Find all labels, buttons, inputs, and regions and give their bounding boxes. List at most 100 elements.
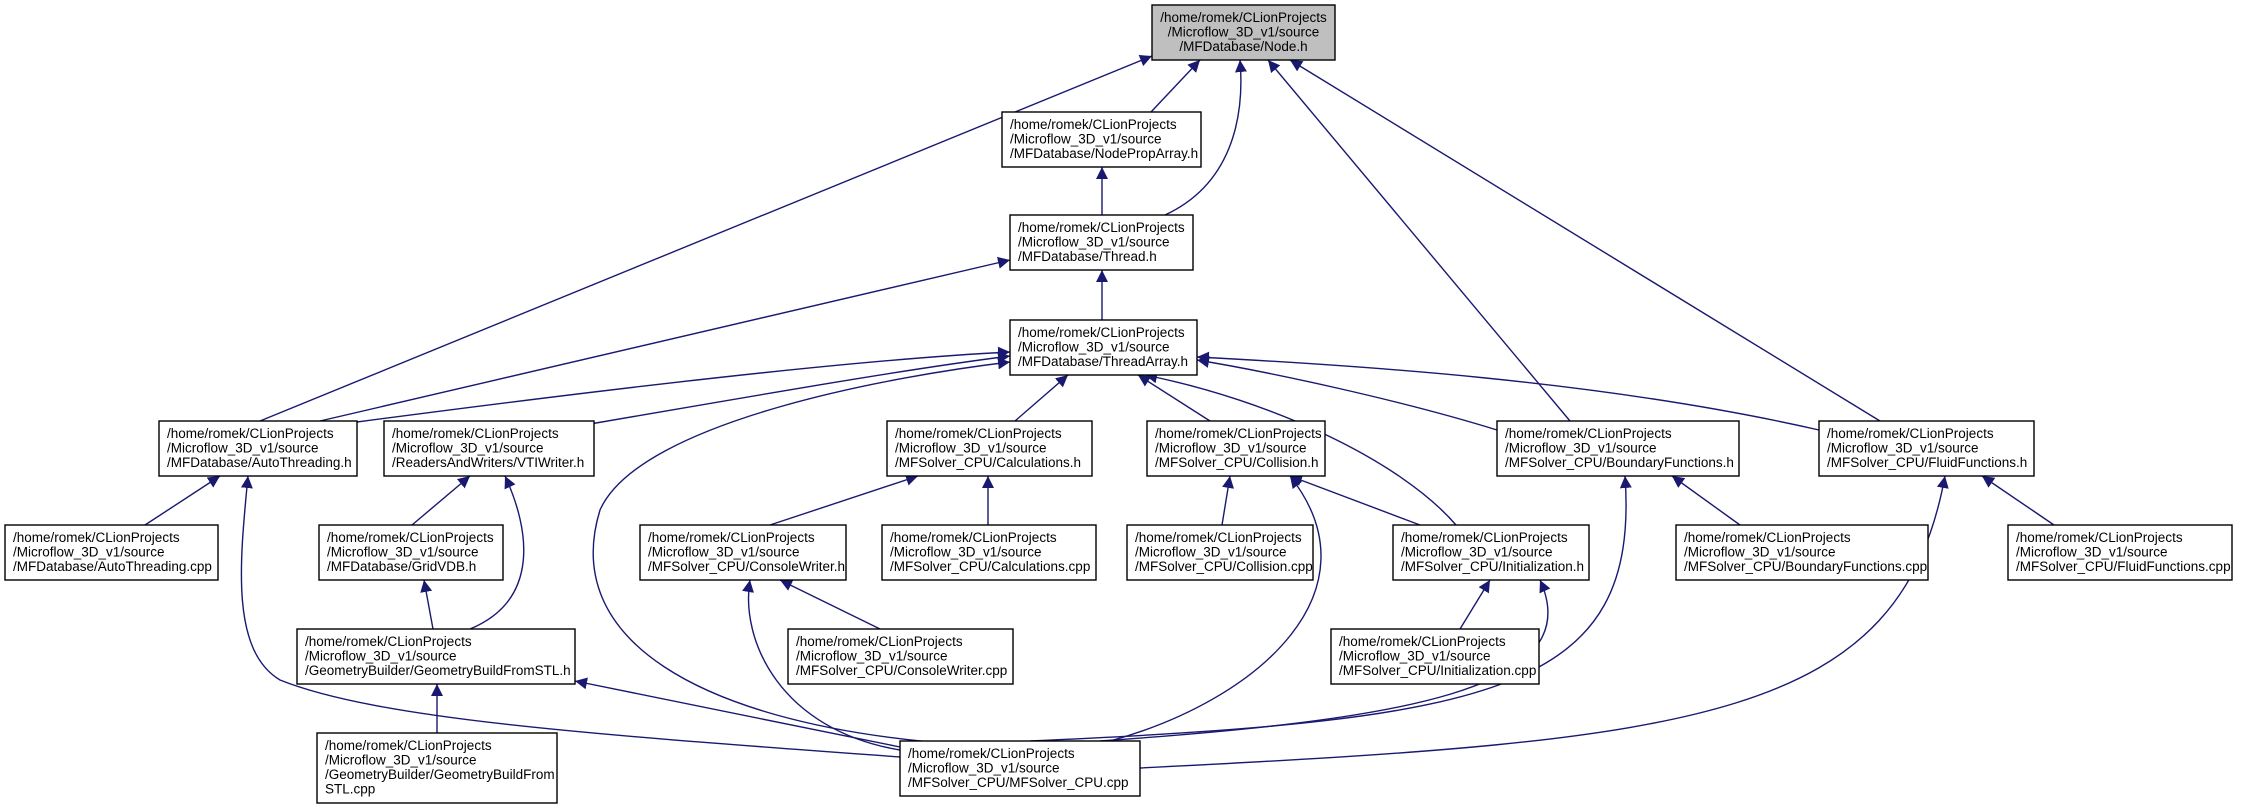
node-label-line: STL.cpp [325, 782, 375, 797]
node-box [881, 524, 1097, 581]
node-geombuild-cpp[interactable]: /home/romek/CLionProjects/Microflow_3D_v… [316, 732, 558, 804]
node-label-line: /Microflow_3D_v1/source [1010, 131, 1162, 146]
edge-mfsolver_cpp-to-initialization_h [1099, 579, 1551, 742]
node-label-line: /MFSolver_CPU/FluidFunctions.cpp [2016, 559, 2231, 574]
node-label-line: /home/romek/CLionProjects [13, 530, 180, 545]
node-box [158, 420, 358, 477]
edge-nodeproparray_h-to-node_h [1150, 59, 1201, 113]
node-label-line: /Microflow_3D_v1/source [1135, 544, 1287, 559]
node-label-line: /Microflow_3D_v1/source [895, 440, 1047, 455]
node-node-h[interactable]: /home/romek/CLionProjects/Microflow_3D_v… [1151, 4, 1336, 61]
edge-boundary_h-to-threadarray_h [1196, 356, 1498, 431]
node-collision-h[interactable]: /home/romek/CLionProjects/Microflow_3D_v… [1146, 420, 1326, 477]
node-nodeproparray-h[interactable]: /home/romek/CLionProjects/Microflow_3D_v… [1001, 111, 1202, 168]
node-calculations-cpp[interactable]: /home/romek/CLionProjects/Microflow_3D_v… [881, 524, 1097, 581]
node-label-line: /home/romek/CLionProjects [327, 530, 494, 545]
node-boundary-cpp[interactable]: /home/romek/CLionProjects/Microflow_3D_v… [1675, 524, 1929, 581]
node-box [383, 420, 595, 477]
node-initialization-h[interactable]: /home/romek/CLionProjects/Microflow_3D_v… [1392, 524, 1590, 581]
edge-collision_cpp-to-collision_h [1221, 475, 1234, 526]
node-consolewriter-cpp[interactable]: /home/romek/CLionProjects/Microflow_3D_v… [787, 628, 1014, 685]
node-fluid-cpp[interactable]: /home/romek/CLionProjects/Microflow_3D_v… [2007, 524, 2233, 581]
node-thread-h[interactable]: /home/romek/CLionProjects/Microflow_3D_v… [1009, 214, 1194, 271]
edge-autothreading_cpp-to-autothreading_h [144, 475, 221, 526]
node-label-line: /home/romek/CLionProjects [895, 426, 1062, 441]
node-box [1009, 214, 1194, 271]
node-label-line: /MFDatabase/Node.h [1179, 39, 1307, 54]
node-label-line: /Microflow_3D_v1/source [890, 544, 1042, 559]
node-box [1126, 524, 1314, 581]
node-label-line: /MFSolver_CPU/Calculations.h [895, 455, 1081, 470]
node-label-line: /Microflow_3D_v1/source [1827, 440, 1979, 455]
node-label-line: /Microflow_3D_v1/source [1505, 440, 1657, 455]
node-label-line: /Microflow_3D_v1/source [908, 760, 1060, 775]
node-label-line: /Microflow_3D_v1/source [2016, 544, 2168, 559]
node-label-line: /MFSolver_CPU/BoundaryFunctions.h [1505, 455, 1734, 470]
edge-geombuild_h-to-gridvdb_h [420, 579, 434, 630]
node-boundary-h[interactable]: /home/romek/CLionProjects/Microflow_3D_v… [1496, 420, 1740, 477]
node-box [899, 740, 1141, 797]
node-label-line: /home/romek/CLionProjects [1010, 117, 1177, 132]
node-initialization-cpp[interactable]: /home/romek/CLionProjects/Microflow_3D_v… [1330, 628, 1540, 685]
node-box [296, 628, 576, 685]
edge-geombuild_h-to-vtiwriter_h [469, 475, 525, 630]
node-label-line: /MFDatabase/NodePropArray.h [1010, 146, 1198, 161]
node-label-line: /Microflow_3D_v1/source [1401, 544, 1553, 559]
node-label-line: /home/romek/CLionProjects [890, 530, 1057, 545]
node-label-line: /MFSolver_CPU/ConsoleWriter.h [648, 559, 845, 574]
node-label-line: /Microflow_3D_v1/source [305, 648, 457, 663]
node-label-line: /home/romek/CLionProjects [325, 738, 492, 753]
node-autothreading-cpp[interactable]: /home/romek/CLionProjects/Microflow_3D_v… [4, 524, 219, 581]
node-label-line: /home/romek/CLionProjects [1160, 10, 1327, 25]
node-box [1818, 420, 2035, 477]
node-gridvdb-h[interactable]: /home/romek/CLionProjects/Microflow_3D_v… [318, 524, 504, 581]
node-mfsolver-cpp[interactable]: /home/romek/CLionProjects/Microflow_3D_v… [899, 740, 1141, 797]
node-calculations-h[interactable]: /home/romek/CLionProjects/Microflow_3D_v… [886, 420, 1093, 477]
node-box [1151, 4, 1336, 61]
node-label-line: /MFSolver_CPU/MFSolver_CPU.cpp [908, 775, 1129, 790]
node-label-line: /home/romek/CLionProjects [1827, 426, 1994, 441]
edge-fluid_cpp-to-fluid_h [1981, 475, 2055, 526]
node-threadarray-h[interactable]: /home/romek/CLionProjects/Microflow_3D_v… [1009, 319, 1198, 376]
node-label-line: /Microflow_3D_v1/source [13, 544, 165, 559]
node-label-line: /MFSolver_CPU/Initialization.cpp [1339, 663, 1536, 678]
node-label-line: /GeometryBuilder/GeometryBuildFrom [325, 767, 555, 782]
edge-autothreading_h-to-threadarray_h [356, 346, 1011, 423]
node-label-line: /Microflow_3D_v1/source [1339, 648, 1491, 663]
node-fluid-h[interactable]: /home/romek/CLionProjects/Microflow_3D_v… [1818, 420, 2035, 477]
edge-thread_h-to-node_h [1164, 59, 1247, 216]
node-label-line: /Microflow_3D_v1/source [648, 544, 800, 559]
node-label-line: /MFSolver_CPU/BoundaryFunctions.cpp [1684, 559, 1927, 574]
edge-boundary_cpp-to-boundary_h [1671, 475, 1741, 526]
edge-vtiwriter_h-to-threadarray_h [589, 351, 1011, 425]
node-collision-cpp[interactable]: /home/romek/CLionProjects/Microflow_3D_v… [1126, 524, 1314, 581]
node-label-line: /home/romek/CLionProjects [796, 634, 963, 649]
node-geombuild-h[interactable]: /home/romek/CLionProjects/Microflow_3D_v… [296, 628, 576, 685]
node-consolewriter-h[interactable]: /home/romek/CLionProjects/Microflow_3D_v… [639, 524, 847, 581]
node-label-line: /home/romek/CLionProjects [1135, 530, 1302, 545]
node-label-line: /MFSolver_CPU/Collision.h [1155, 455, 1319, 470]
edge-fluid_h-to-threadarray_h [1196, 351, 1820, 431]
node-autothreading-h[interactable]: /home/romek/CLionProjects/Microflow_3D_v… [158, 420, 358, 477]
edge-boundary_h-to-node_h [1267, 59, 1571, 422]
edge-mfsolver_cpp-to-threadarray_h [592, 357, 1011, 743]
node-vtiwriter-h[interactable]: /home/romek/CLionProjects/Microflow_3D_v… [383, 420, 595, 477]
node-label-line: /Microflow_3D_v1/source [1684, 544, 1836, 559]
node-label-line: /MFDatabase/AutoThreading.cpp [13, 559, 212, 574]
node-label-line: /home/romek/CLionProjects [648, 530, 815, 545]
edge-fluid_h-to-node_h [1289, 59, 1881, 422]
edge-mfsolver_cpp-to-autothreading_h [240, 475, 901, 758]
node-label-line: /Microflow_3D_v1/source [167, 440, 319, 455]
edge-mfsolver_cpp-to-fluid_h [1139, 475, 1949, 769]
node-label-line: /Microflow_3D_v1/source [1168, 24, 1320, 39]
node-box [787, 628, 1014, 685]
edge-consolewriter_h-to-calculations_h [769, 474, 919, 526]
node-label-line: /ReadersAndWriters/VTIWriter.h [392, 455, 584, 470]
node-label-line: /MFSolver_CPU/Initialization.h [1401, 559, 1584, 574]
node-box [1392, 524, 1590, 581]
node-label-line: /home/romek/CLionProjects [305, 634, 472, 649]
edge-mfsolver_cpp-to-geombuild_h [574, 677, 901, 748]
node-label-line: /MFDatabase/GridVDB.h [327, 559, 476, 574]
node-label-line: /Microflow_3D_v1/source [392, 440, 544, 455]
